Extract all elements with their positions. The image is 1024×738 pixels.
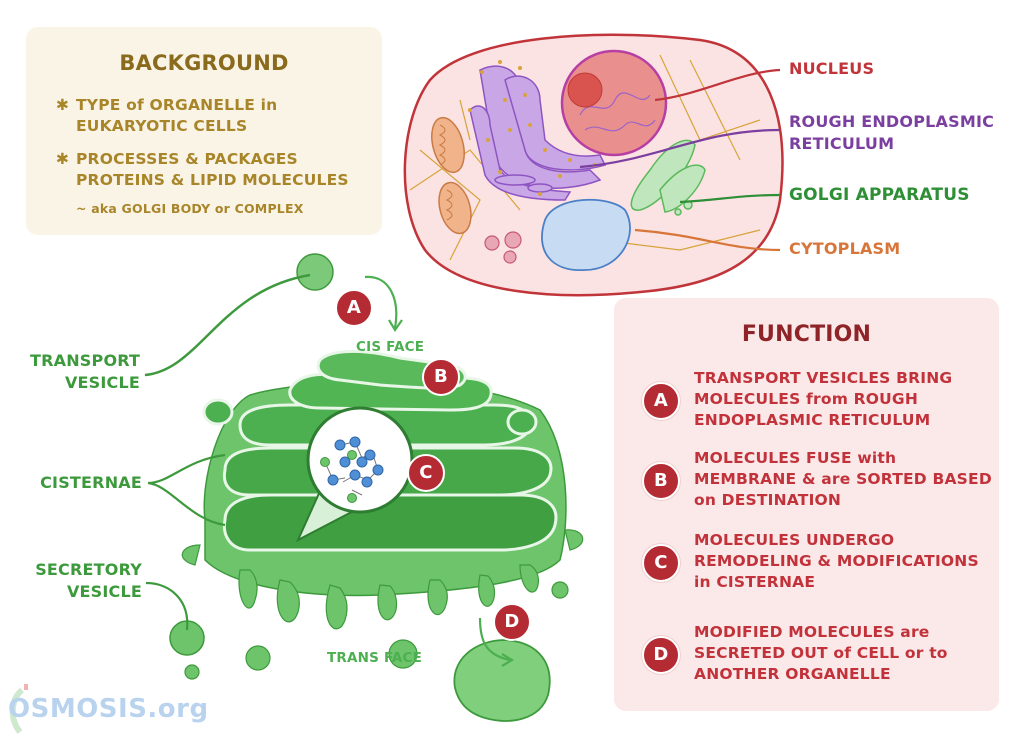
small-vesicle (388, 639, 418, 669)
asterisk-icon: ✱ (56, 150, 70, 168)
rer-leader (579, 128, 781, 169)
nucleus (560, 49, 668, 157)
function-item: C MOLECULES UNDERGO REMODELING & MODIFIC… (636, 530, 986, 600)
step-badge: C (642, 544, 680, 582)
asterisk-icon: ✱ (56, 96, 70, 114)
step-badge: A (642, 382, 680, 420)
background-title: BACKGROUND (119, 51, 289, 75)
step-badge: B (642, 462, 680, 500)
label-secretory-vesicle: SECRETORY VESICLE (35, 560, 142, 601)
bullet-text: TYPE of ORGANELLE in EUKARYOTIC CELLS (76, 96, 278, 135)
function-item: A TRANSPORT VESICLES BRING MOLECULES fro… (636, 368, 986, 438)
golgi-leader (679, 193, 781, 204)
transport-vesicle (296, 253, 334, 291)
label-cisternae: CISTERNAE (40, 473, 142, 492)
step-badge: D (642, 636, 680, 674)
background-bullet: ✱ PROCESSES & PACKAGES PROTEINS & LIPID … (56, 149, 376, 191)
lysosomes (484, 231, 522, 264)
mitochondria (431, 116, 472, 235)
secretory-leader (145, 581, 189, 631)
cell-illustration (403, 33, 784, 297)
small-vesicle (551, 581, 569, 599)
function-title: FUNCTION (741, 322, 872, 347)
ribosomes (468, 60, 597, 196)
released-vesicle (453, 639, 551, 722)
function-card: FUNCTION A TRANSPORT VESICLES BRING MOLE… (614, 298, 999, 711)
label-golgi-apparatus: GOLGI APPARATUS (789, 185, 970, 205)
label-cis-face: CIS FACE (356, 339, 425, 355)
function-item: D MODIFIED MOLECULES are SECRETED OUT of… (636, 622, 986, 692)
step-text: TRANSPORT VESICLES BRING MOLECULES from … (694, 369, 953, 429)
bullet-text: PROCESSES & PACKAGES PROTEINS & LIPID MO… (76, 150, 349, 189)
marker-a: A (335, 289, 373, 327)
marker-b: B (422, 358, 460, 396)
cytoplasm-leader (634, 228, 781, 252)
nucleus-leader (654, 68, 781, 102)
marker-d: D (493, 603, 531, 641)
golgi-drips (181, 529, 584, 630)
logo-mark (9, 684, 28, 734)
arrow-a (364, 275, 398, 329)
label-transport-vesicle: TRANSPORT VESICLE (30, 351, 141, 392)
label-trans-face: TRANS FACE (327, 650, 423, 666)
background-bullet: ✱ TYPE of ORGANELLE in EUKARYOTIC CELLS (56, 95, 366, 137)
aka-note: ~ aka GOLGI BODY or COMPLEX (76, 201, 304, 216)
label-rough-er: ROUGH ENDOPLASMIC RETICULUM (789, 112, 995, 153)
small-vesicle (184, 664, 200, 680)
transport-leader (144, 273, 311, 377)
vacuole (541, 198, 631, 271)
small-vesicle (245, 645, 271, 671)
function-item: B MOLECULES FUSE with MEMBRANE & are SOR… (636, 448, 992, 518)
label-nucleus: NUCLEUS (789, 59, 875, 78)
background-card: BACKGROUND ✱ TYPE of ORGANELLE in EUKARY… (26, 27, 382, 235)
cisternae-stack (222, 350, 558, 552)
molecules (320, 436, 384, 503)
arrow-d (478, 617, 511, 662)
rough-er (469, 65, 607, 201)
cell-golgi (630, 139, 706, 216)
label-cytoplasm: CYTOPLASM (789, 239, 901, 258)
cisternae-leader (147, 453, 226, 527)
cisternae-tubes (202, 398, 538, 436)
step-text: MODIFIED MOLECULES are SECRETED OUT of C… (694, 623, 948, 683)
step-text: MOLECULES UNDERGO REMODELING & MODIFICAT… (694, 531, 979, 591)
marker-c: C (407, 454, 445, 492)
osmosis-logo: OSMOSIS.org (8, 694, 209, 724)
step-text: MOLECULES FUSE with MEMBRANE & are SORTE… (694, 449, 992, 509)
golgi-illustration (144, 253, 584, 722)
